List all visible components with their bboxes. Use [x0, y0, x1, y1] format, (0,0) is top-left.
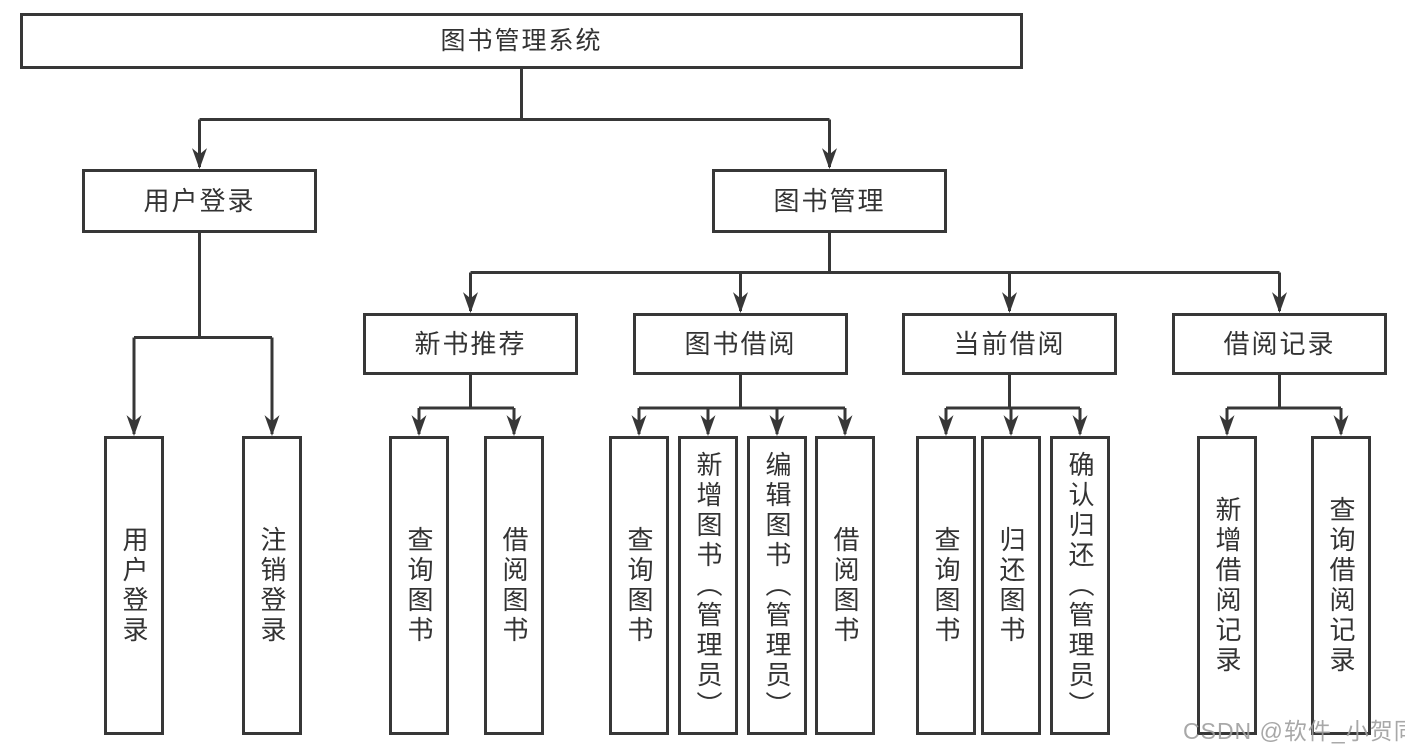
node-borrowing-records: 借阅记录	[1172, 313, 1387, 375]
node-new-book-recommendation: 新书推荐	[363, 313, 578, 375]
node-leaf-edit-book-admin: 编辑图书（管理员）	[747, 436, 807, 735]
node-leaf-return-book: 归还图书	[981, 436, 1041, 735]
node-user-login: 用户登录	[82, 169, 317, 233]
node-leaf-query-borrow-record: 查询借阅记录	[1311, 436, 1371, 735]
node-leaf-borrow-book-2: 借阅图书	[815, 436, 875, 735]
node-leaf-query-book-3: 查询图书	[916, 436, 976, 735]
node-book-management: 图书管理	[712, 169, 947, 233]
node-library-management-system: 图书管理系统	[20, 13, 1023, 69]
node-book-borrowing: 图书借阅	[633, 313, 848, 375]
csdn-watermark: CSDN @软件_小贺同学	[1183, 718, 1405, 744]
node-leaf-user-login: 用户登录	[104, 436, 164, 735]
node-leaf-logout: 注销登录	[242, 436, 302, 735]
node-leaf-confirm-return-admin: 确认归还（管理员）	[1050, 436, 1110, 735]
node-leaf-query-book-2: 查询图书	[609, 436, 669, 735]
node-current-borrowing: 当前借阅	[902, 313, 1117, 375]
node-leaf-add-borrow-record: 新增借阅记录	[1197, 436, 1257, 735]
node-leaf-add-book-admin: 新增图书（管理员）	[678, 436, 738, 735]
node-leaf-query-book-1: 查询图书	[389, 436, 449, 735]
node-leaf-borrow-book-1: 借阅图书	[484, 436, 544, 735]
